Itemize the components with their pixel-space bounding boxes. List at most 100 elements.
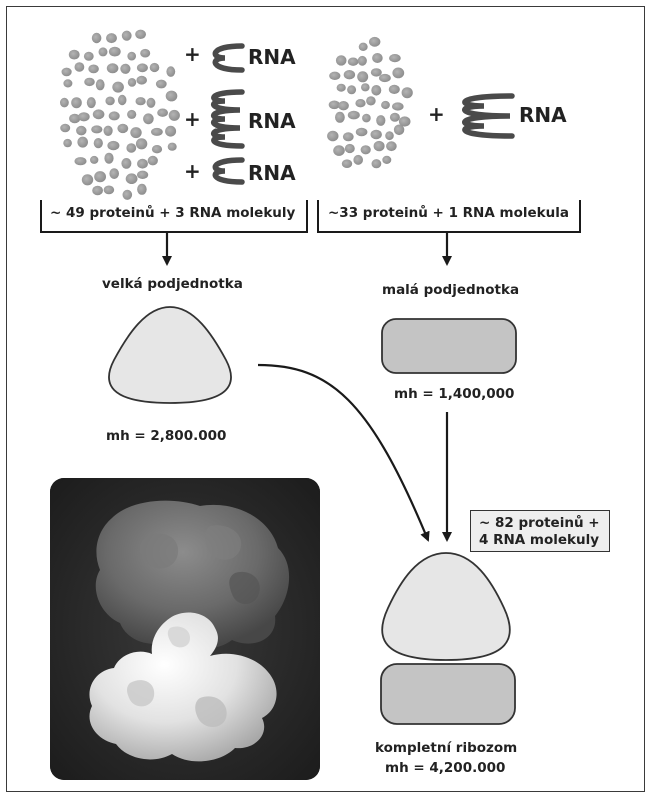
protein-dot: [355, 99, 366, 108]
protein-dot: [388, 84, 400, 94]
protein-dot: [121, 30, 132, 41]
protein-dot: [60, 123, 71, 133]
protein-dot: [106, 33, 117, 44]
rna-label: RNA: [248, 45, 296, 69]
protein-dot: [392, 102, 404, 111]
protein-dot: [127, 109, 137, 119]
protein-dot: [137, 158, 148, 169]
protein-dot: [151, 145, 163, 154]
protein-dot: [74, 62, 85, 72]
protein-dot: [353, 154, 364, 165]
protein-dot: [76, 125, 87, 136]
protein-dot: [369, 36, 381, 47]
protein-dot: [372, 53, 383, 63]
protein-dot: [137, 183, 147, 195]
protein-dot: [135, 29, 147, 39]
large-subunit-count-label: ~ 49 proteinů + 3 RNA molekuly: [50, 205, 296, 221]
protein-dot: [370, 129, 382, 140]
protein-dot: [146, 97, 156, 108]
protein-dot: [336, 83, 346, 92]
large-subunit-mass: mh = 2,800.000: [106, 428, 227, 444]
rna-strand-icon: [212, 43, 245, 73]
protein-dot: [357, 55, 367, 66]
protein-dot: [167, 142, 177, 151]
protein-dot: [74, 157, 87, 166]
protein-dot: [382, 155, 392, 164]
protein-dot: [140, 48, 151, 58]
protein-dot: [341, 159, 353, 168]
protein-dot: [136, 75, 147, 85]
protein-dot: [130, 127, 142, 139]
large-subunit-protein-cluster: [60, 29, 180, 200]
protein-dot: [135, 138, 148, 150]
protein-dot: [347, 57, 359, 66]
protein-dot: [106, 63, 119, 74]
protein-dot: [361, 83, 370, 92]
protein-dot: [92, 185, 103, 196]
protein-dot: [127, 78, 137, 87]
small-subunit-mass: mh = 1,400,000: [394, 386, 515, 402]
protein-dot: [60, 97, 69, 108]
protein-dot: [68, 49, 80, 60]
protein-dot: [333, 145, 345, 156]
protein-dot: [136, 63, 148, 73]
protein-dot: [92, 109, 105, 120]
protein-dot: [338, 101, 349, 111]
protein-dot: [126, 143, 137, 153]
protein-dot: [105, 96, 115, 106]
protein-dot: [121, 158, 132, 169]
rna-label: RNA: [248, 109, 296, 133]
protein-dot: [370, 68, 382, 77]
rna-strand-icon: [211, 89, 245, 149]
protein-dot: [63, 138, 72, 148]
total-composition-line2: 4 RNA molekuly: [479, 532, 600, 548]
protein-dot: [95, 79, 105, 91]
protein-dot: [84, 77, 95, 87]
protein-dot: [389, 112, 400, 122]
protein-dot: [366, 96, 376, 106]
protein-dot: [401, 87, 413, 99]
protein-dot: [108, 46, 121, 57]
protein-dot: [335, 111, 345, 123]
protein-dot: [108, 111, 120, 121]
protein-dot: [122, 189, 133, 200]
protein-dot: [166, 66, 176, 77]
total-composition-line1: ~ 82 proteinů +: [479, 515, 600, 531]
protein-dot: [98, 47, 108, 57]
protein-dot: [149, 62, 160, 73]
protein-dot: [357, 71, 369, 83]
small-subunit-protein-cluster: [327, 36, 413, 169]
small-subunit-count-label: ~33 proteinů + 1 RNA molekula: [328, 205, 569, 221]
protein-dot: [77, 136, 88, 148]
protein-dot: [328, 100, 340, 110]
protein-dot: [71, 97, 82, 109]
protein-dot: [125, 173, 138, 184]
arrow-large-to-ribosome: [257, 363, 430, 542]
protein-dot: [93, 138, 103, 149]
small-subunit-bracket: [317, 200, 581, 233]
protein-dot: [385, 131, 394, 141]
protein-dot: [103, 185, 115, 195]
protein-dot: [168, 109, 180, 121]
protein-dot: [127, 51, 136, 61]
protein-dot: [386, 141, 397, 152]
protein-dot: [381, 100, 390, 110]
protein-dot: [392, 67, 405, 79]
protein-dot: [343, 70, 356, 80]
rna-strand-icon: [212, 157, 245, 185]
large-subunit-title: velká podjednotka: [102, 276, 243, 292]
plus-sign: +: [428, 102, 445, 126]
protein-dot: [327, 130, 339, 142]
protein-dot: [61, 67, 72, 77]
protein-dot: [360, 145, 371, 155]
rna-label: RNA: [248, 161, 296, 185]
protein-dot: [69, 113, 81, 124]
protein-dot: [88, 64, 99, 74]
protein-dot: [358, 42, 368, 51]
figure-frame: [6, 6, 645, 792]
protein-dot: [151, 127, 163, 136]
protein-dot: [389, 54, 401, 63]
rna-strand-icon: [462, 93, 515, 139]
protein-dot: [398, 116, 411, 127]
